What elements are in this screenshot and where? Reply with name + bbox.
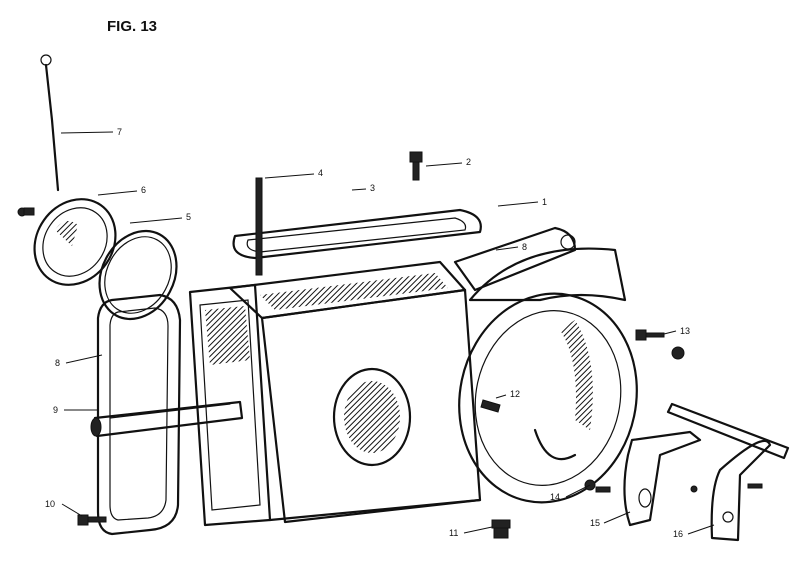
callout-leader-c4 [264,173,315,179]
callout-leader-c2 [425,162,463,167]
part-plug-11 [491,519,511,539]
callout-leader-c13 [663,330,677,335]
callout-label-c10: 10 [45,499,55,509]
callout-leader-c8 [65,354,103,364]
part-pin-12 [480,399,501,413]
callout-leader-c15 [603,511,631,524]
callout-label-c12: 12 [510,389,520,399]
callout-leader-c11 [463,526,493,534]
callout-label-c5: 5 [186,212,191,222]
callout-label-c8: 8 [55,358,60,368]
callout-label-c15: 15 [590,518,600,528]
callout-leader-c6 [97,190,138,196]
part-top-gasket [232,208,482,260]
callout-label-c2: 2 [466,157,471,167]
figure-title: FIG. 13 [107,18,157,35]
part-round-gasket [98,229,178,321]
callout-leader-c14 [565,484,591,498]
callout-leader-c5 [129,217,183,224]
part-round-cover-plate [17,198,117,286]
part-gearbox-housing [188,226,638,527]
part-bracket-15 [623,430,702,527]
part-pedal-arm-16 [666,402,790,542]
callout-label-c6: 6 [141,185,146,195]
part-bolt-10 [77,514,107,526]
callout-label-c11: 11 [449,528,458,538]
callout-leader-c16 [687,524,715,535]
callout-label-c8b: 8 [522,242,527,252]
part-side-gasket-frame [96,293,182,536]
callout-leader-c1 [497,201,539,207]
callout-leader-c12 [495,394,507,399]
callout-label-c14: 14 [550,492,560,502]
callout-label-c1: 1 [542,197,547,207]
callout-label-c16: 16 [673,529,683,539]
callout-label-c4: 4 [318,168,323,178]
part-bolt-2 [409,151,423,181]
part-shaft [90,400,244,438]
callout-label-c3: 3 [370,183,375,193]
callout-leader-c7 [60,131,114,134]
callout-label-c7: 7 [117,127,122,137]
callout-leader-c3 [351,188,367,191]
part-bolt-13 [635,329,685,360]
callout-leader-c10 [61,503,83,517]
callout-label-c13: 13 [680,326,690,336]
part-dipstick [40,54,60,192]
part-stud [255,177,263,276]
callout-leader-c8b [495,246,519,251]
callout-label-c9: 9 [53,405,58,415]
